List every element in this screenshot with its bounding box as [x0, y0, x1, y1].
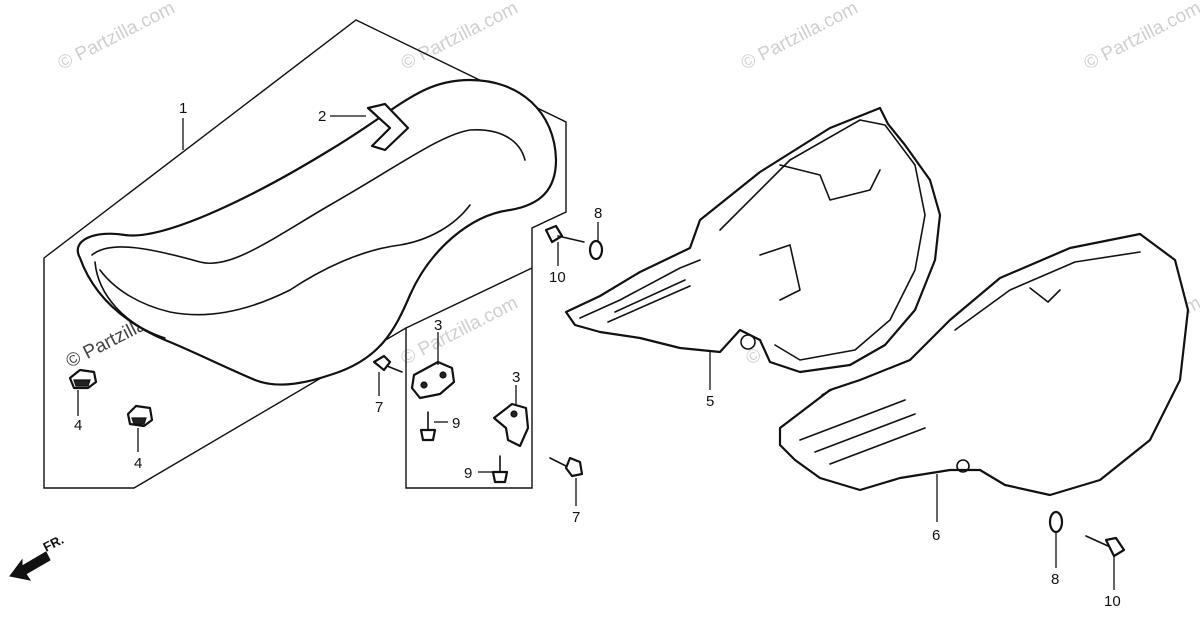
screw[interactable]	[419, 411, 437, 442]
left-side-cover[interactable]	[778, 232, 1190, 497]
callout-6: 6	[932, 527, 940, 544]
callout-9: 9	[464, 465, 472, 482]
watermark-text: © Partzilla.com	[398, 0, 522, 74]
right-side-cover[interactable]	[564, 106, 942, 374]
callout-2: 2	[318, 108, 326, 125]
bracket-group-outline	[405, 267, 533, 329]
callout-9: 9	[452, 415, 460, 432]
callout-4: 4	[134, 455, 142, 472]
grommet[interactable]	[126, 404, 154, 428]
bracket[interactable]	[410, 360, 456, 400]
callout-labels: 1 2 3 3 4 4 5 6 7 7 8 8 9 9 10 10	[74, 100, 1121, 610]
front-label: FR.	[41, 532, 66, 555]
flange-bolt[interactable]	[544, 224, 585, 244]
washer[interactable]	[588, 239, 604, 261]
callout-3: 3	[512, 369, 520, 386]
callout-4: 4	[74, 417, 82, 434]
front-direction-marker: FR.	[9, 532, 66, 581]
grommet[interactable]	[68, 368, 98, 390]
watermark-text: © Partzilla.com	[55, 0, 179, 74]
seat-strap[interactable]	[366, 102, 410, 152]
watermark-text: © Partzilla.com	[738, 0, 862, 74]
callout-7: 7	[375, 399, 383, 416]
callout-1: 1	[179, 100, 187, 117]
callout-7: 7	[572, 509, 580, 526]
front-arrow-icon	[9, 551, 51, 581]
callout-10: 10	[549, 269, 566, 286]
callout-8: 8	[594, 205, 602, 222]
leader-lines	[77, 115, 1115, 590]
washer[interactable]	[1048, 510, 1064, 534]
watermark-text: © Partzilla.com	[398, 293, 522, 370]
callout-5: 5	[706, 393, 714, 410]
screw[interactable]	[491, 455, 509, 484]
bolt[interactable]	[372, 354, 403, 373]
bracket[interactable]	[492, 402, 530, 448]
callout-3: 3	[434, 317, 442, 334]
flange-bolt[interactable]	[1085, 535, 1126, 558]
seat[interactable]	[76, 78, 558, 386]
bolt[interactable]	[549, 456, 584, 478]
callout-8: 8	[1051, 571, 1059, 588]
callout-10: 10	[1104, 593, 1121, 610]
watermark-text: © Partzilla.com	[1081, 0, 1200, 74]
